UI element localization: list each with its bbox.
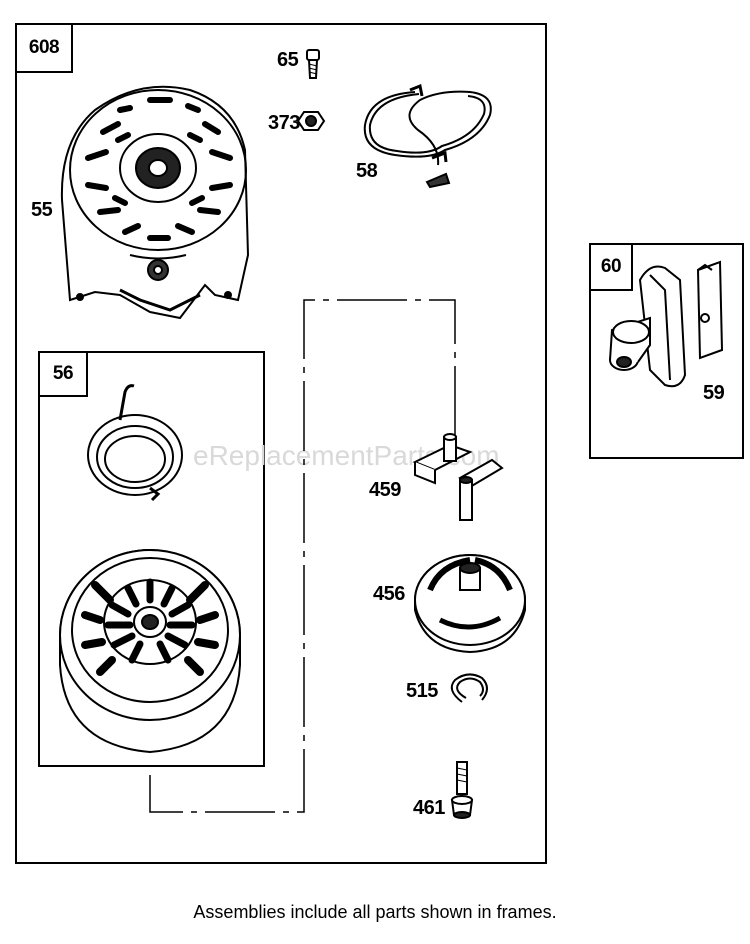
part-label-456: 456 [373,583,405,605]
part-label-58: 58 [356,160,378,182]
part-label-65: 65 [277,49,299,71]
assembly-frame-56 [38,351,265,767]
starter-handle-59-drawing [609,260,724,388]
frame-tag-608: 608 [15,23,73,73]
part-label-373: 373 [268,112,300,134]
assembly-frame-60 [589,243,744,459]
part-label-459: 459 [369,479,401,501]
bolt-65-drawing [306,49,320,79]
frame-tag-60: 60 [589,243,633,291]
part-label-515: 515 [406,680,438,702]
shaft-461-drawing [450,761,474,819]
retaining-ring-515-drawing [450,673,488,703]
frame-tag-56: 56 [38,351,88,397]
recoil-spring-drawing [87,384,183,502]
nut-373-drawing [296,111,326,131]
part-label-59: 59 [703,382,725,404]
blower-housing-drawing [60,85,250,320]
ratchet-dog-459-drawing [412,433,504,521]
starter-rope-58-drawing [363,83,492,189]
part-label-55: 55 [31,199,53,221]
ratchet-456-drawing [414,554,526,654]
routing-line [149,299,456,813]
part-label-461: 461 [413,797,445,819]
diagram-caption: Assemblies include all parts shown in fr… [193,902,557,922]
assembly-frame-608 [15,23,547,864]
starter-pulley-drawing [59,549,241,754]
